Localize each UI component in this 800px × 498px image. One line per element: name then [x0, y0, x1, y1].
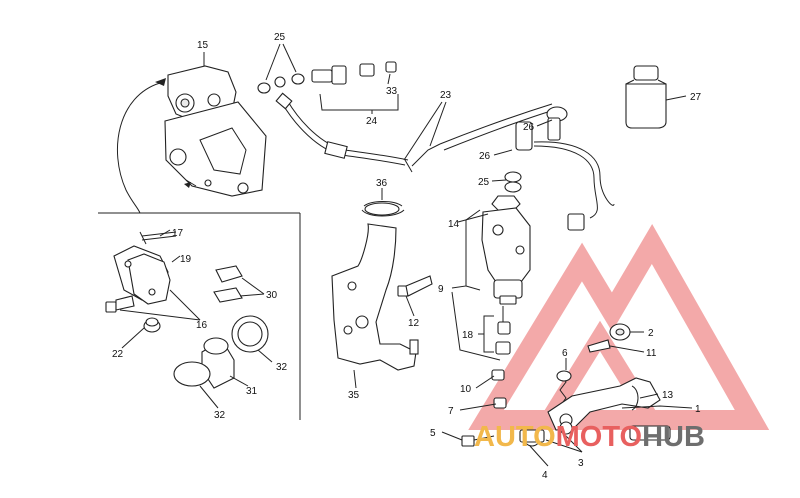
callout-6: 6	[562, 348, 568, 359]
watermark-auto: AUTO	[474, 421, 556, 453]
adjuster-13	[631, 385, 639, 411]
pivot-bolt	[461, 421, 573, 447]
watermark-hub: HUB	[642, 421, 705, 453]
caliper-leader-curve	[116, 82, 161, 214]
washer-2	[587, 323, 631, 353]
callout-33: 33	[386, 86, 398, 97]
callout-23: 23	[440, 90, 452, 101]
fluid-reservoir	[625, 65, 667, 129]
bolt-12	[397, 275, 433, 297]
callout-25b: 25	[478, 177, 490, 188]
piston-seal	[231, 315, 269, 353]
callout-19: 19	[180, 254, 192, 265]
callout-26b: 26	[479, 151, 491, 162]
callout-11: 11	[646, 348, 657, 359]
callout-16: 16	[196, 320, 208, 331]
retaining-clip	[361, 201, 405, 217]
callout-labels: 15 25 33 24 23 27 26 26 25 36 14 17 19 3…	[112, 32, 702, 481]
callout-7: 7	[448, 406, 454, 417]
callout-26a: 26	[523, 122, 535, 133]
callout-10: 10	[460, 384, 472, 395]
callout-22: 22	[112, 349, 124, 360]
callout-14: 14	[448, 219, 460, 230]
callout-9: 9	[438, 284, 444, 295]
callout-35: 35	[348, 390, 360, 401]
callout-24: 24	[366, 116, 378, 127]
callout-1: 1	[695, 404, 701, 415]
nut-6	[556, 370, 572, 382]
hose-fittings	[257, 61, 397, 94]
callout-18: 18	[462, 330, 474, 341]
pad-springs	[213, 265, 243, 303]
callout-32b: 32	[214, 410, 226, 421]
pad-pin	[139, 231, 177, 245]
callout-31: 31	[246, 386, 258, 397]
callout-2: 2	[648, 328, 654, 339]
callout-13: 13	[662, 390, 674, 401]
callout-15: 15	[197, 40, 209, 51]
inset-frame	[98, 212, 301, 420]
cap-nut	[143, 317, 161, 333]
switch-cable	[533, 141, 615, 206]
callout-5: 5	[430, 428, 436, 439]
brake-pedal	[547, 377, 671, 441]
brake-hose	[275, 92, 555, 173]
cable-connector	[567, 213, 585, 231]
callout-32a: 32	[276, 362, 288, 373]
pushrod-parts	[491, 306, 511, 409]
brake-caliper	[164, 65, 267, 197]
guard-plate	[331, 223, 419, 371]
brake-pads	[113, 245, 171, 305]
callout-4: 4	[542, 470, 548, 481]
o-ring	[173, 361, 211, 387]
callout-3: 3	[578, 458, 584, 469]
master-cylinder	[481, 106, 568, 305]
watermark-wordmark: AUTOMOTOHUB	[474, 421, 705, 453]
bleed-screw	[105, 295, 135, 313]
callout-36: 36	[376, 178, 388, 189]
callout-30: 30	[266, 290, 278, 301]
callout-27: 27	[690, 92, 702, 103]
callout-12: 12	[408, 318, 420, 329]
callout-17: 17	[172, 228, 184, 239]
svg-text:AUTOMOTOHUB: AUTOMOTOHUB	[474, 421, 705, 453]
watermark-moto: MOTO	[556, 421, 642, 453]
leader-lines	[119, 43, 693, 467]
callout-25a: 25	[274, 32, 286, 43]
